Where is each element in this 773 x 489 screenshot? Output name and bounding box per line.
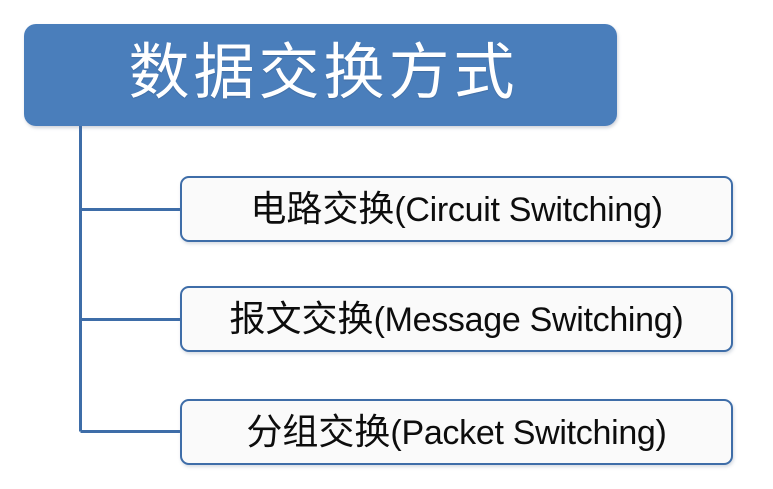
root-node-label: 数据交换方式 (128, 39, 519, 107)
child-label-cn-3: 分组交换 (246, 412, 391, 452)
child-node-circuit-switching[interactable]: 电路交换(Circuit Switching) (180, 176, 733, 242)
child-label-cn-1: 电路交换 (250, 189, 395, 229)
child-label-cn-2: 报文交换 (229, 299, 374, 339)
root-node-data-switching[interactable]: 数据交换方式 (24, 24, 617, 126)
child-label-en-1: (Circuit Switching) (394, 191, 663, 229)
child-label-en-2: (Message Switching) (373, 301, 684, 339)
child-label-en-3: (Packet Switching) (390, 414, 667, 452)
child-node-packet-switching[interactable]: 分组交换(Packet Switching) (180, 399, 733, 465)
child-node-label-1: 电路交换(Circuit Switching) (250, 189, 663, 229)
child-node-label-3: 分组交换(Packet Switching) (246, 414, 666, 450)
child-node-message-switching[interactable]: 报文交换(Message Switching) (180, 286, 733, 352)
child-node-label-2: 报文交换(Message Switching) (230, 301, 684, 337)
